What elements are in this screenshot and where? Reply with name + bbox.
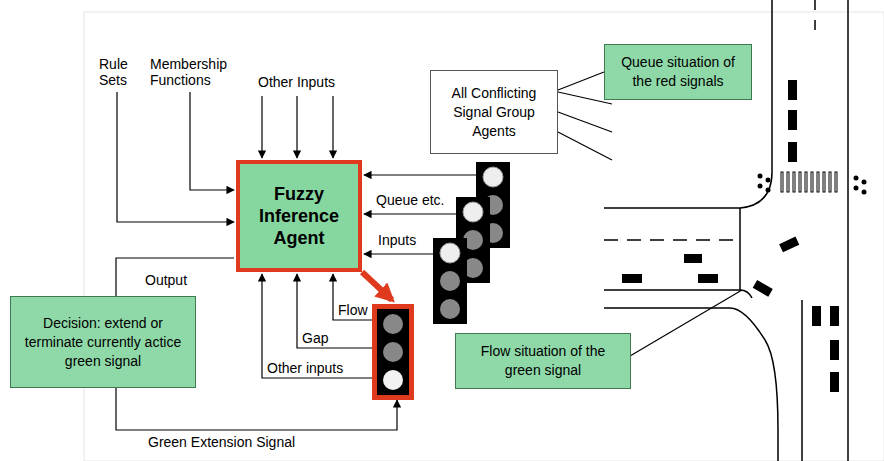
- callout-box: Decision: extend or terminate currently …: [10, 296, 196, 388]
- crosswalk-stripe: [805, 172, 807, 192]
- crosswalk-stripe: [787, 172, 789, 192]
- leader-line: [558, 72, 604, 90]
- node-text: Fuzzy Inference Agent: [248, 183, 350, 249]
- signal-label: Inputs: [376, 232, 418, 248]
- callout-box: Queue situation of the red signals: [604, 44, 752, 100]
- input-label: Rule Sets: [99, 56, 139, 88]
- crosswalk-stripe: [799, 172, 801, 192]
- callout-box: Flow situation of the green signal: [455, 333, 631, 389]
- signal-label: Green Extension Signal: [146, 434, 297, 450]
- node-text: Flow situation of the green signal: [464, 342, 622, 380]
- node-text: Queue situation of the red signals: [613, 53, 743, 91]
- crosswalk-stripe: [811, 172, 813, 192]
- crosswalk-stripe: [835, 172, 837, 192]
- crosswalk-stripe: [817, 172, 819, 192]
- signal-label: Gap: [300, 330, 330, 346]
- node-text: All Conflicting Signal Group Agents: [439, 84, 549, 141]
- process-box: All Conflicting Signal Group Agents: [430, 70, 558, 154]
- signal-label: Flow: [336, 302, 370, 318]
- crosswalk-stripe: [823, 172, 825, 192]
- input-label: Membership Functions: [150, 56, 250, 88]
- input-label: Other Inputs: [258, 74, 335, 90]
- agent-box: Fuzzy Inference Agent: [236, 160, 362, 272]
- signal-label: Other inputs: [265, 360, 345, 376]
- signal-label: Queue etc.: [374, 192, 447, 208]
- crosswalk-stripe: [781, 172, 783, 192]
- crosswalk-stripe: [829, 172, 831, 192]
- output-label: Output: [143, 272, 189, 288]
- node-text: Decision: extend or terminate currently …: [19, 314, 187, 371]
- crosswalk-stripe: [793, 172, 795, 192]
